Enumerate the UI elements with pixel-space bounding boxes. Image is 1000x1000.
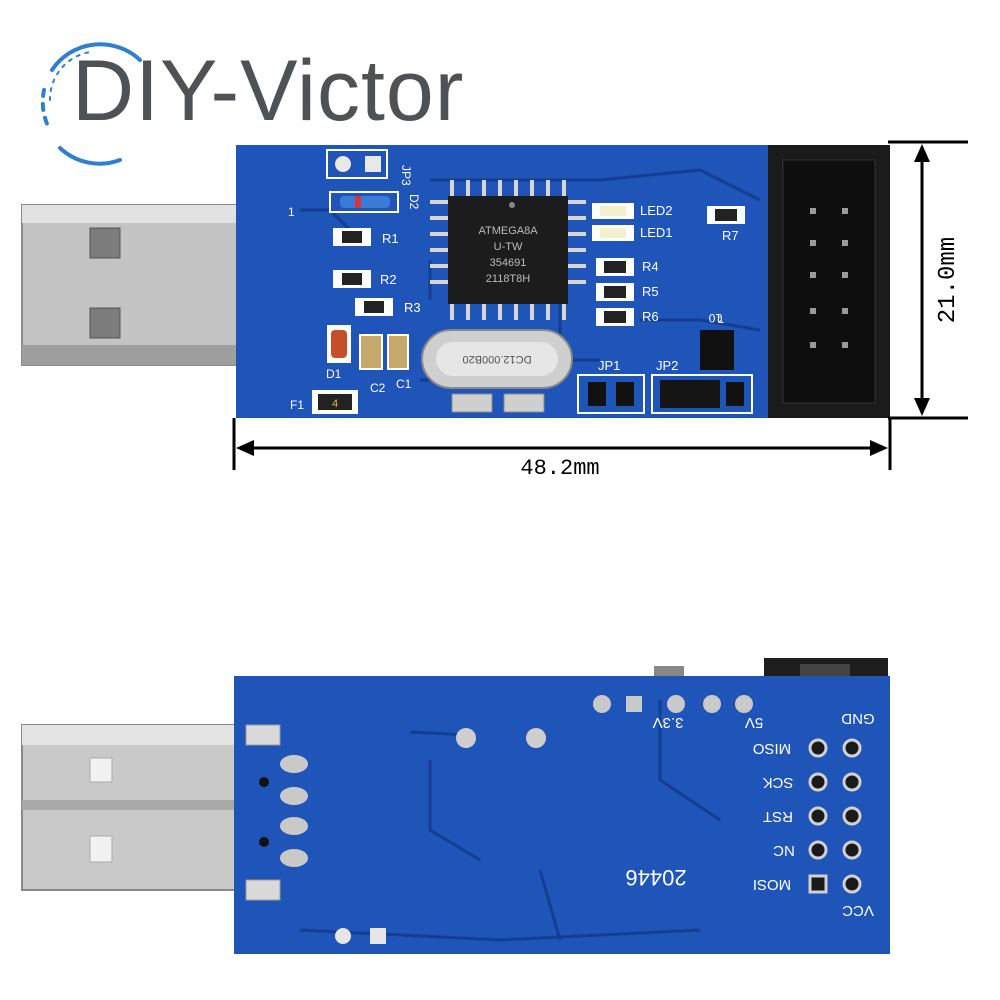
chip-line-2: U-TW — [494, 241, 523, 253]
label-gnd: GND — [841, 710, 875, 727]
c2-label: C2 — [370, 381, 386, 395]
r1-label: R1 — [382, 231, 399, 246]
r7-label: R7 — [722, 228, 739, 243]
label-mosi: MOSI — [753, 876, 791, 893]
pcb-top-view: JP3 D2 R1 R2 R3 D1 C2 C1 F1 4 ATMEGA8A U… — [21, 140, 968, 481]
label-miso: MISO — [753, 740, 791, 757]
pin1-right-label: 1 — [718, 314, 724, 326]
r4-label: R4 — [642, 259, 659, 274]
r6-label: R6 — [642, 309, 659, 324]
logo-circle-icon — [40, 42, 142, 166]
jp3-label: JP3 — [399, 165, 413, 186]
usb-pin1-label: 1 — [288, 205, 295, 219]
led1-label: LED1 — [640, 225, 673, 240]
jp1-label: JP1 — [598, 358, 620, 373]
d1-label: D1 — [326, 367, 342, 381]
f1-label: F1 — [290, 398, 304, 412]
r3-label: R3 — [404, 300, 421, 315]
height-dimension — [888, 140, 968, 420]
led2-label: LED2 — [640, 203, 673, 218]
crystal-oscillator: DC12.000B20 — [421, 329, 573, 413]
r5-label: R5 — [642, 284, 659, 299]
crystal-label: DC12.000B20 — [462, 353, 531, 365]
brand-logo-text: DIY-Victor — [72, 43, 465, 139]
width-dimension — [232, 418, 892, 470]
header-pin-label: 10 — [708, 311, 722, 325]
width-dimension-label: 48.2mm — [520, 456, 599, 481]
label-5v: 5V — [745, 714, 763, 731]
board-code-label: 20446 — [625, 865, 686, 890]
chip-line-4: 2118T8H — [486, 273, 530, 285]
chip-line-1: ATMEGA8A — [478, 225, 538, 237]
jp2-label: JP2 — [656, 358, 678, 373]
c1-label: C1 — [396, 377, 412, 391]
label-rst: RST — [763, 808, 793, 825]
r2-label: R2 — [380, 272, 397, 287]
label-nc: NC — [773, 842, 795, 859]
fuse-marking: 4 — [332, 398, 338, 410]
pcb-bottom-view: 3.3V 5V GND MISO SCK RST NC MOSI VCC 204… — [21, 658, 890, 954]
d2-label: D2 — [407, 194, 421, 210]
isp-10pin-header — [768, 145, 890, 418]
label-vcc: VCC — [842, 902, 874, 919]
label-sck: SCK — [763, 774, 794, 791]
label-3v3: 3.3V — [653, 714, 684, 731]
pcb-board-bottom — [234, 676, 890, 954]
chip-line-3: 354691 — [490, 257, 527, 269]
height-dimension-label: 21.0mm — [935, 237, 962, 323]
atmega8a-chip: ATMEGA8A U-TW 354691 2118T8H — [430, 180, 586, 320]
usb-connector-bottom — [21, 724, 241, 891]
